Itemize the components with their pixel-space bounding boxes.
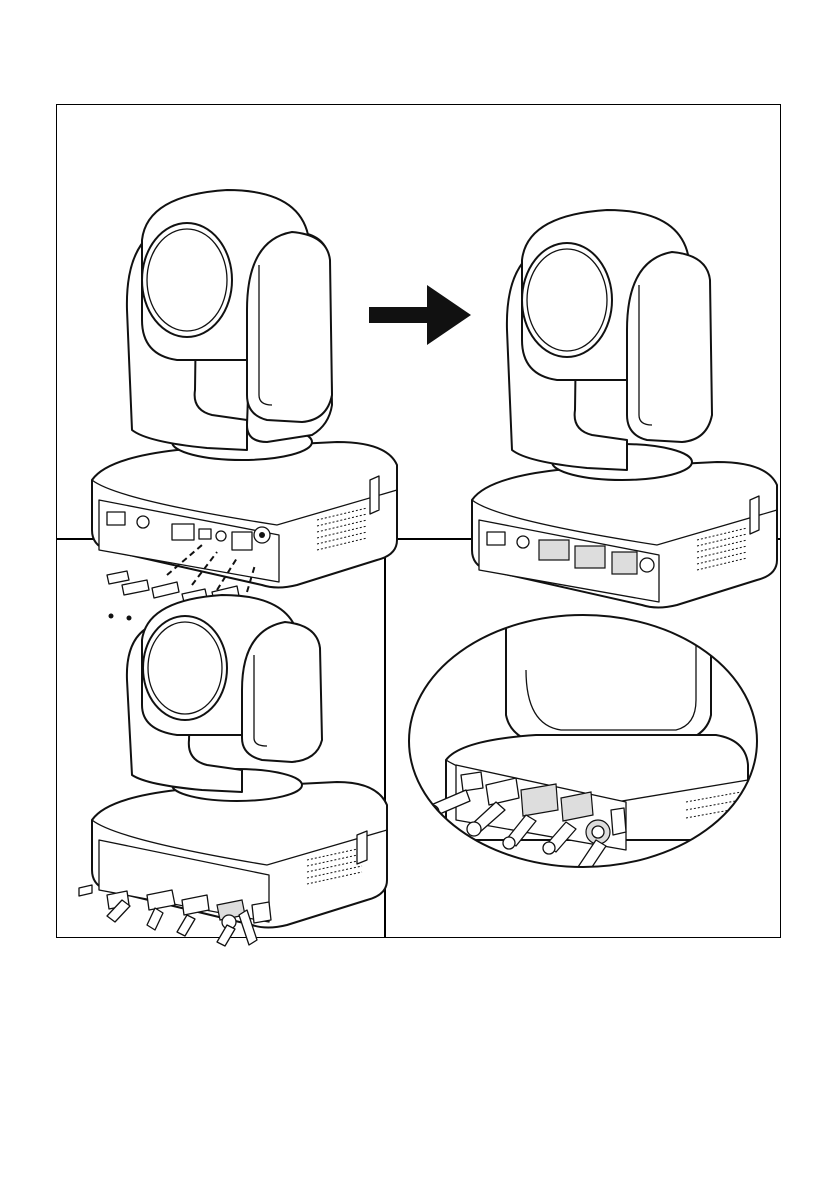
zoom-ellipse [386,540,780,937]
panel-bottom-left [57,540,384,937]
panel-bottom-right [386,540,780,937]
camera-before-illustration [92,190,397,588]
camera-connected-illustration [79,595,387,946]
panel-top [57,105,780,538]
right-arrow-icon [369,285,471,345]
